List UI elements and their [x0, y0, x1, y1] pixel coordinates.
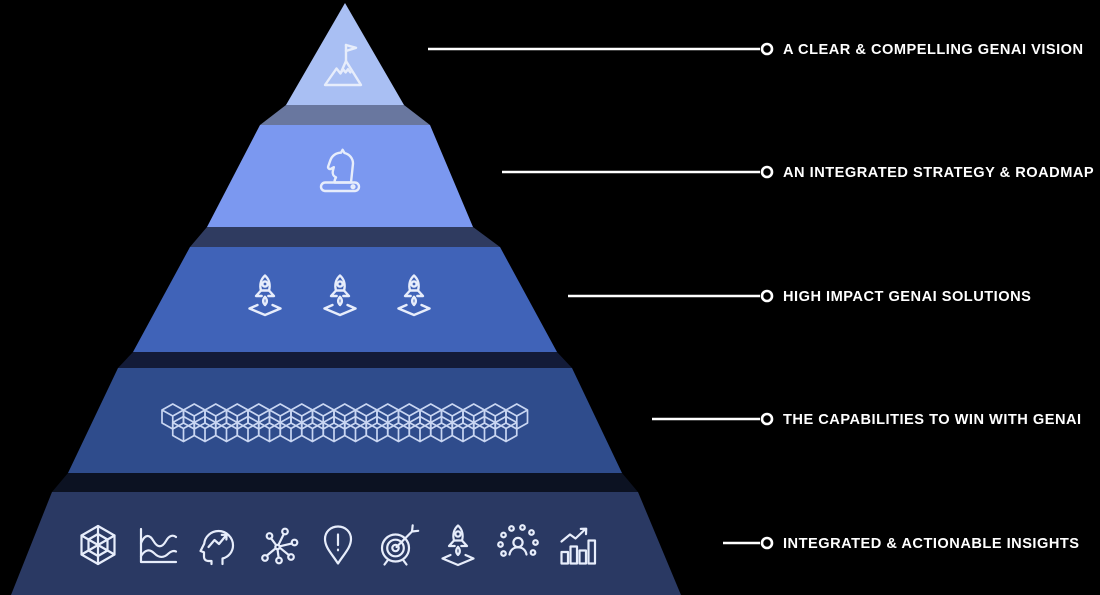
tier-solutions-shape: [133, 247, 557, 352]
connector-dot: [760, 42, 774, 56]
connector-dot: [760, 289, 774, 303]
connector-dot: [760, 412, 774, 426]
tier-label-capabilities: THE CAPABILITIES TO WIN WITH GENAI: [783, 412, 1082, 428]
tier-label-solutions: HIGH IMPACT GENAI SOLUTIONS: [783, 289, 1031, 305]
tier-label-insights: INTEGRATED & ACTIONABLE INSIGHTS: [783, 536, 1080, 552]
tier-labels: A CLEAR & COMPELLING GENAI VISION AN INT…: [783, 42, 1094, 552]
tier-strategy-bevel: [260, 105, 430, 125]
connectors: [428, 42, 774, 550]
tier-solutions-bevel: [190, 227, 500, 247]
connector-dot: [760, 536, 774, 550]
tier-label-vision: A CLEAR & COMPELLING GENAI VISION: [783, 42, 1084, 58]
tier-label-strategy: AN INTEGRATED STRATEGY & ROADMAP: [783, 165, 1094, 181]
pyramid: [11, 3, 681, 595]
tier-strategy-shape: [207, 125, 473, 227]
connector-dot: [760, 165, 774, 179]
tier-insights-bevel: [52, 473, 638, 492]
tier-capabilities-bevel: [118, 352, 572, 368]
tier-insights-shape: [11, 492, 681, 595]
